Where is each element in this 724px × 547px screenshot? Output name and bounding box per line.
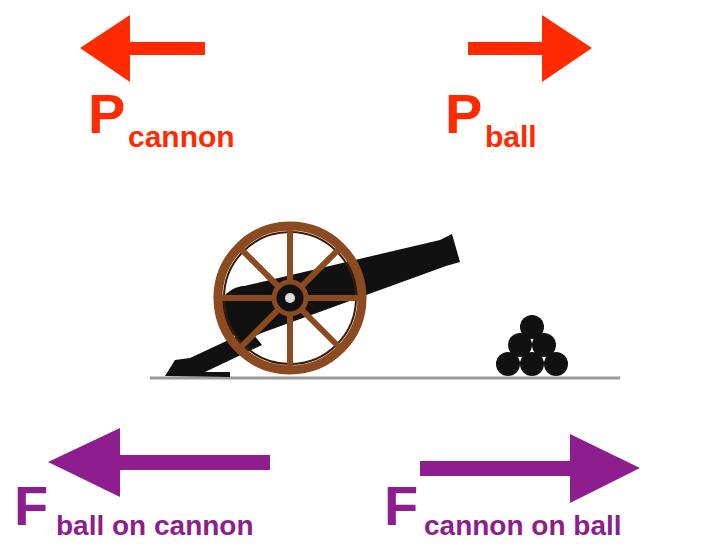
cannonballs [496, 315, 568, 376]
momentum-arrow [468, 15, 592, 82]
momentum-arrow [80, 15, 205, 82]
momentum-symbol: P [88, 86, 125, 142]
subscript-label: ball on cannon [56, 512, 254, 540]
subscript-label: cannon on ball [424, 512, 622, 540]
cannon-wheel [218, 226, 362, 370]
force-symbol: F [14, 478, 48, 534]
cannon-barrel [240, 234, 460, 338]
force-symbol: F [384, 478, 418, 534]
subscript-label: ball [485, 122, 537, 152]
force-arrow [420, 434, 640, 503]
force-arrow [48, 428, 270, 497]
momentum-symbol: P [445, 86, 482, 142]
ground-line [150, 377, 620, 380]
subscript-label: cannon [128, 122, 235, 152]
